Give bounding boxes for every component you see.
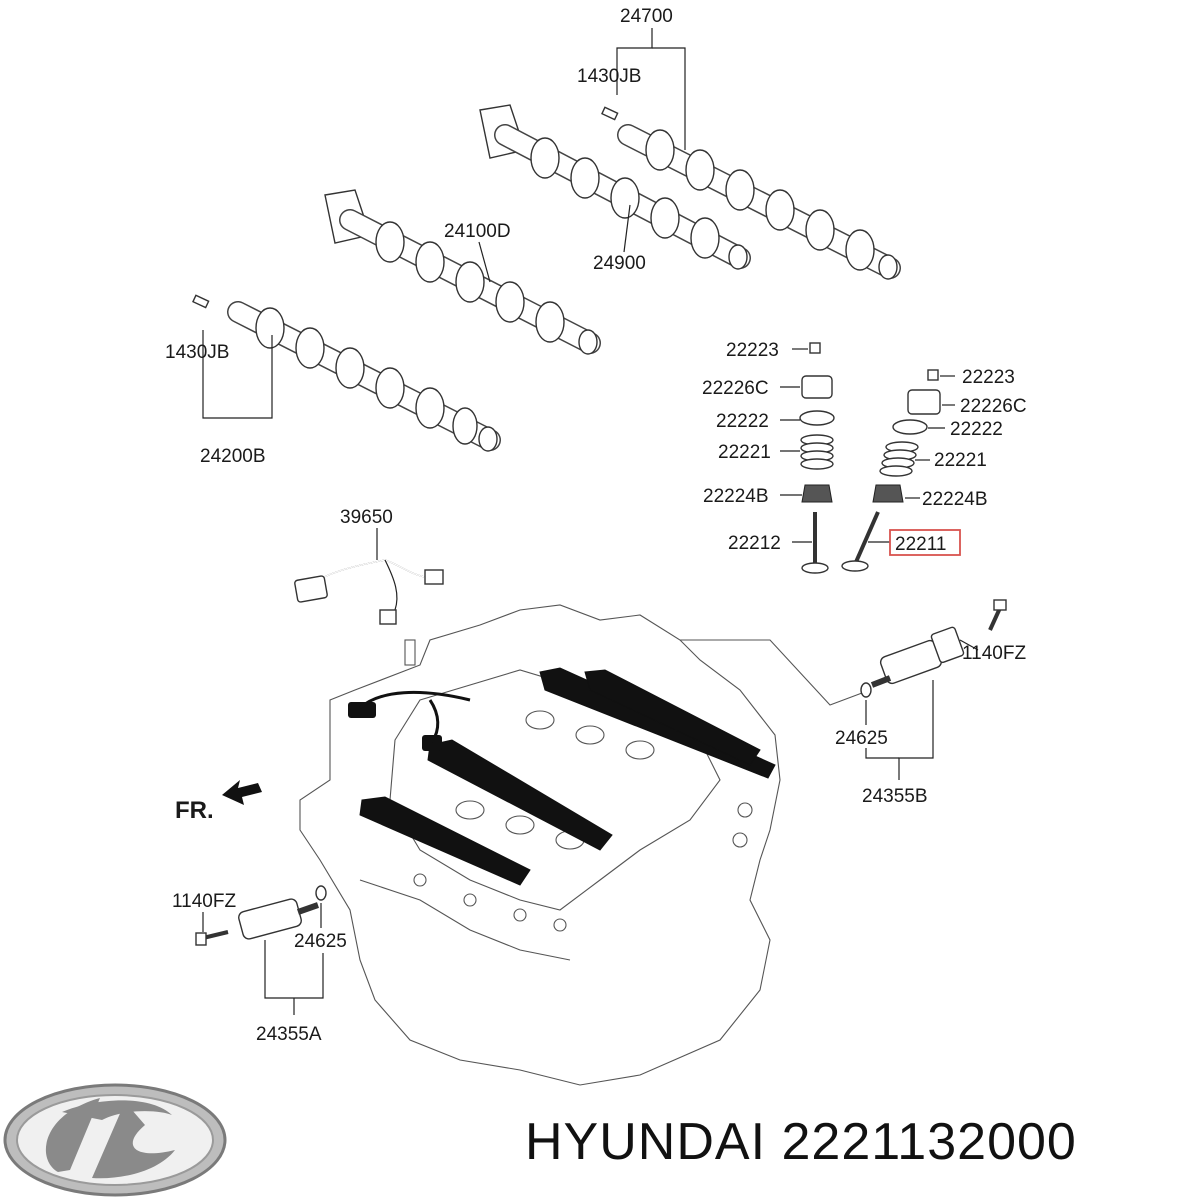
caption: HYUNDAI 2221132000 [525,1112,1077,1172]
oil-control-valve-24355a[interactable] [237,898,319,941]
label-24100d: 24100D [444,221,511,242]
valve-22211[interactable] [841,511,880,572]
label-1430jb-left: 1430JB [165,342,229,363]
pin-1430jb-top[interactable] [601,106,619,121]
valve-spring-22221-left[interactable] [800,434,834,470]
spring-seat-22222-left[interactable] [799,410,835,426]
pin-1430jb-left[interactable] [192,294,210,309]
label-24355b: 24355B [862,786,928,807]
label-24900: 24900 [593,253,646,274]
label-22221-right: 22221 [934,450,987,471]
label-22221-left: 22221 [718,442,771,463]
label-22211: 22211 [895,534,946,555]
label-24625-left: 24625 [294,931,347,952]
label-22224b-right: 22224B [922,489,988,510]
engine-cylinder-head [299,604,871,1086]
retainer-key-22223-right[interactable] [927,369,939,381]
camshaft-24200b[interactable] [227,301,501,452]
label-22224b-left: 22224B [703,486,769,507]
front-direction-arrow-icon [222,780,262,805]
label-1140fz-left: 1140FZ [172,891,236,912]
caption-part-number: 2221132000 [781,1113,1077,1171]
o-ring-24625-right[interactable] [860,682,872,698]
label-24355a: 24355A [256,1024,322,1045]
o-ring-24625-left[interactable] [315,885,327,901]
valve-seal-22224b-left[interactable] [801,484,833,503]
camshaft-24100d[interactable] [324,189,601,355]
label-22222-right: 22222 [950,419,1003,440]
label-22226c-right: 22226C [960,396,1027,417]
spring-seat-22222-right[interactable] [892,419,928,435]
camshaft-24900[interactable] [479,104,751,270]
highlight-box-22211 [889,529,961,556]
retainer-22226c-right[interactable] [907,389,941,415]
bolt-1140fz-left[interactable] [195,930,229,946]
camshaft-24700[interactable] [617,124,901,280]
label-front: FR. [175,797,214,824]
label-22223-right: 22223 [962,367,1015,388]
valve-22212[interactable] [801,512,829,574]
label-22223-left: 22223 [726,340,779,361]
hyundai-logo-icon [3,1083,227,1197]
label-24700: 24700 [620,6,673,27]
valve-seal-22224b-right[interactable] [872,484,904,503]
valve-spring-22221-right[interactable] [879,441,919,477]
label-39650: 39650 [340,507,393,528]
label-22226c-left: 22226C [702,378,769,399]
caption-brand: HYUNDAI [525,1113,767,1171]
label-22222-left: 22222 [716,411,769,432]
label-1140fz-right: 1140FZ [962,643,1026,664]
retainer-key-22223-left[interactable] [809,342,821,354]
oil-control-valve-24355b[interactable] [870,626,965,688]
label-22212: 22212 [728,533,781,554]
valve-train-right [841,369,941,572]
label-24625-right: 24625 [835,728,888,749]
retainer-22226c-left[interactable] [801,375,833,399]
wiring-harness-39650[interactable] [294,528,444,625]
label-24200b: 24200B [200,446,266,467]
label-1430jb-top: 1430JB [577,66,641,87]
valve-train-left [799,342,835,574]
bolt-1140fz-right[interactable] [988,599,1007,631]
